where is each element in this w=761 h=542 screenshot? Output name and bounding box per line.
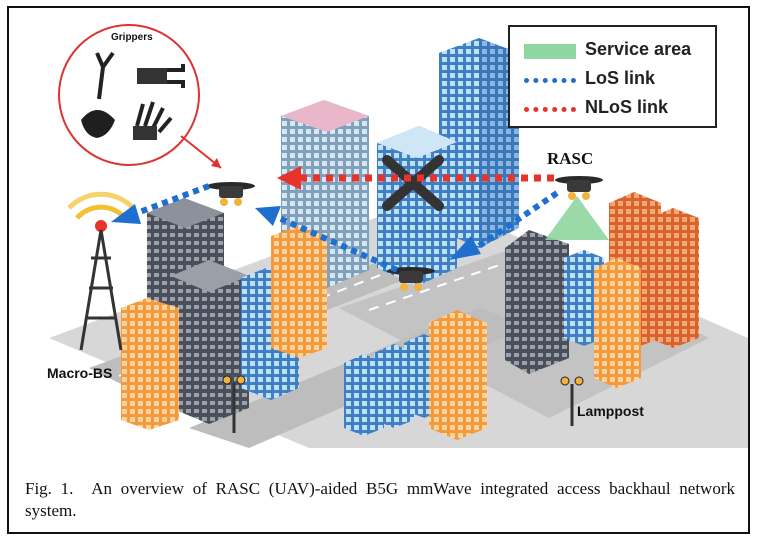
drone-left <box>207 182 255 206</box>
lamppost-left <box>222 375 246 433</box>
service-area-cone <box>545 196 609 240</box>
legend: Service area LoS link NLoS link <box>508 25 717 128</box>
drone-rasc <box>555 176 603 200</box>
gripper-hand-icon <box>133 101 173 140</box>
macro-bs-tower <box>67 191 135 351</box>
blocked-x-icon <box>382 155 444 211</box>
lamppost-label: Lamppost <box>577 403 644 419</box>
gripper-jaw-icon <box>81 110 115 138</box>
figure-caption: Fig. 1. An overview of RASC (UAV)-aided … <box>25 478 735 522</box>
legend-label-nlos-link: NLoS link <box>585 97 669 117</box>
caption-text: An overview of RASC (UAV)-aided B5G mmWa… <box>25 479 735 520</box>
nlos-link-swatch <box>524 106 576 112</box>
nlos-link <box>277 166 554 190</box>
blocking-tower <box>377 126 457 286</box>
figure-number: Fig. 1. <box>25 479 74 498</box>
los-link-swatch <box>524 77 576 83</box>
orange-building-left <box>121 226 327 430</box>
right-buildings <box>505 192 699 388</box>
legend-label-los-link: LoS link <box>585 68 656 88</box>
figure-frame: Grippers RASC Macro-BS Lamppost Service … <box>7 6 750 534</box>
legend-item-nlos-link <box>524 98 576 120</box>
macro-bs-label: Macro-BS <box>47 365 112 381</box>
gripper-inset <box>58 24 222 169</box>
los-links <box>111 183 559 273</box>
lamppost-right <box>560 376 584 426</box>
legend-label-service-area: Service area <box>585 39 692 59</box>
gripper-claw-icon <box>95 51 115 100</box>
service-area-swatch <box>524 43 576 59</box>
drone-center <box>387 267 435 291</box>
network-illustration: Grippers RASC Macro-BS Lamppost <box>47 24 748 448</box>
rasc-label: RASC <box>547 149 593 168</box>
gripper-parallel-icon <box>137 64 185 88</box>
legend-item-los-link <box>524 69 576 91</box>
front-buildings <box>344 310 487 440</box>
grippers-label: Grippers <box>111 32 153 43</box>
legend-item-service-area <box>524 40 576 62</box>
